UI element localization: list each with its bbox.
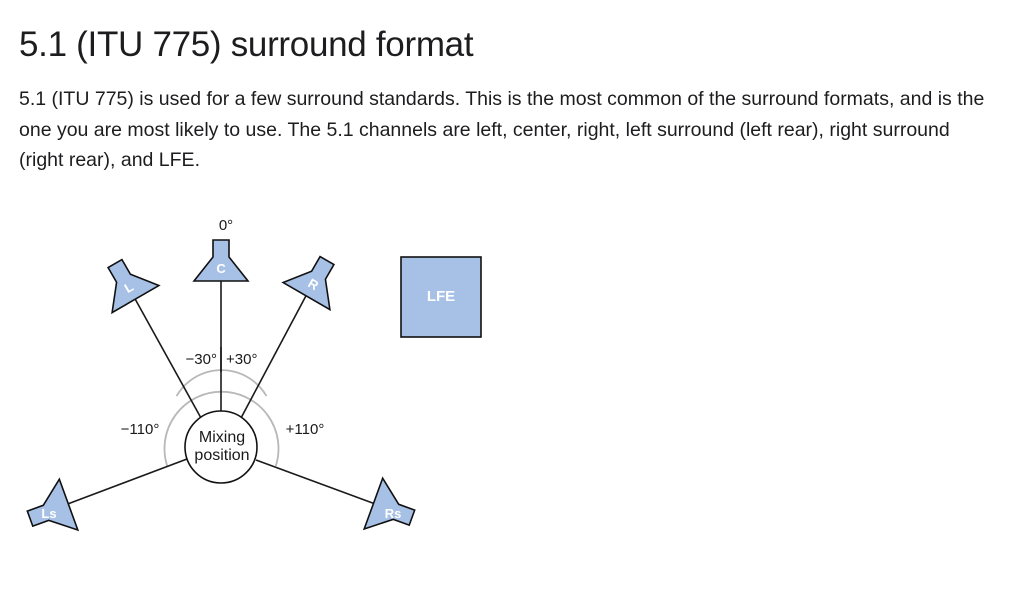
page-title: 5.1 (ITU 775) surround format bbox=[19, 25, 474, 64]
speaker-center: C bbox=[192, 239, 250, 282]
speaker-left-surround-label: Ls bbox=[41, 506, 56, 521]
lfe-box bbox=[400, 256, 482, 338]
speaker-right: R bbox=[281, 255, 336, 312]
speaker-right-surround bbox=[362, 476, 416, 531]
speaker-right-surround-label: Rs bbox=[385, 506, 402, 521]
left-surround-line bbox=[64, 458, 188, 506]
right-surround-line bbox=[255, 459, 379, 506]
speaker-icon bbox=[26, 477, 80, 532]
angle-label-minus-110: −110° bbox=[121, 421, 160, 438]
speaker-icon bbox=[281, 255, 336, 312]
right-line bbox=[240, 291, 309, 419]
left-line bbox=[133, 296, 202, 419]
mixing-position-label-line2: position bbox=[194, 447, 249, 464]
lfe-label: LFE bbox=[427, 288, 455, 305]
mixing-position-label-line1: Mixing bbox=[199, 429, 245, 446]
angle-label-plus-110: +110° bbox=[286, 421, 325, 438]
speaker-icon bbox=[362, 476, 416, 531]
speaker-left: L bbox=[106, 258, 161, 315]
mixing-position-circle bbox=[184, 410, 258, 484]
angle-label-minus-30: −30° bbox=[186, 351, 217, 368]
intro-paragraph: 5.1 (ITU 775) is used for a few surround… bbox=[19, 88, 985, 171]
speaker-icon bbox=[106, 258, 161, 315]
speaker-left-surround bbox=[26, 477, 80, 532]
angle-label-plus-30: +30° bbox=[226, 351, 257, 368]
speaker-icon bbox=[192, 239, 250, 282]
angle-label-0: 0° bbox=[219, 217, 233, 234]
speaker-center-label: C bbox=[216, 261, 226, 276]
